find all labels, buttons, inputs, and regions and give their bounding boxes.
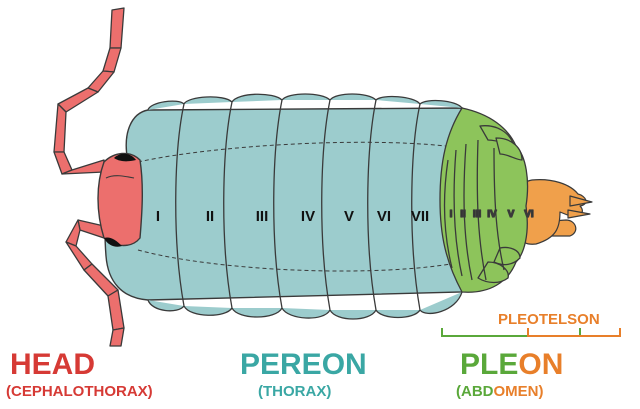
head-sub-label: (CEPHALOTHORAX) (6, 383, 153, 400)
eye-upper (114, 153, 136, 162)
head (97, 152, 144, 247)
pleon-segment-lines (443, 139, 505, 281)
pleon-segment-label: V (508, 209, 515, 220)
antenna-upper (53, 7, 125, 175)
pleotelson (513, 179, 593, 245)
pleotelson-bracket (527, 328, 621, 337)
pleon-sub-label: (ABDOMEN) (456, 383, 544, 400)
pereon-segment-label: IV (301, 208, 315, 225)
pleon-segment-labels: I II III IV V VI (449, 208, 535, 220)
pleon-bracket (441, 328, 581, 337)
pleon-label-part: PLE (460, 348, 518, 381)
pereon-label: PEREON (240, 348, 367, 381)
pereon: I II III IV V VI VII (104, 93, 463, 320)
pleon-sub-label-part: OMEN) (494, 383, 544, 400)
pleon: I II III IV V VI (439, 107, 535, 293)
pereon-segment-label: VII (411, 208, 429, 225)
pleon-segment-label: I (450, 209, 453, 220)
pereon-segment-label: VI (377, 208, 391, 225)
head-label: HEAD (10, 348, 95, 381)
pereon-segment-label: V (344, 208, 354, 225)
pleon-label: PLEON (460, 348, 563, 381)
pleon-label-part: ON (518, 348, 563, 381)
antenna-lower (65, 219, 125, 347)
pleon-segment-label: VI (524, 209, 534, 220)
pleon-segment-label: IV (487, 209, 497, 220)
eye-lower (104, 237, 122, 247)
pereon-segment-labels: I II III IV V VI VII (156, 208, 429, 225)
pereon-dashed-lines (137, 141, 463, 272)
pleon-segment-label: III (473, 209, 482, 220)
pereon-segment-label: I (156, 208, 160, 225)
pereon-segment-bulges (147, 93, 463, 320)
pereon-segment-lines (175, 99, 421, 311)
head-segment-line (105, 175, 135, 179)
pleon-segment-label: II (460, 209, 466, 220)
pereon-segment-label: III (256, 208, 269, 225)
pereon-sub-label: (THORAX) (258, 383, 331, 400)
pereon-segment-label: II (206, 208, 214, 225)
pleotelson-label: PLEOTELSON (498, 311, 600, 328)
pleon-sub-label-part: (ABD (456, 383, 494, 400)
pereon-body (104, 107, 463, 301)
head-shield (97, 152, 144, 247)
